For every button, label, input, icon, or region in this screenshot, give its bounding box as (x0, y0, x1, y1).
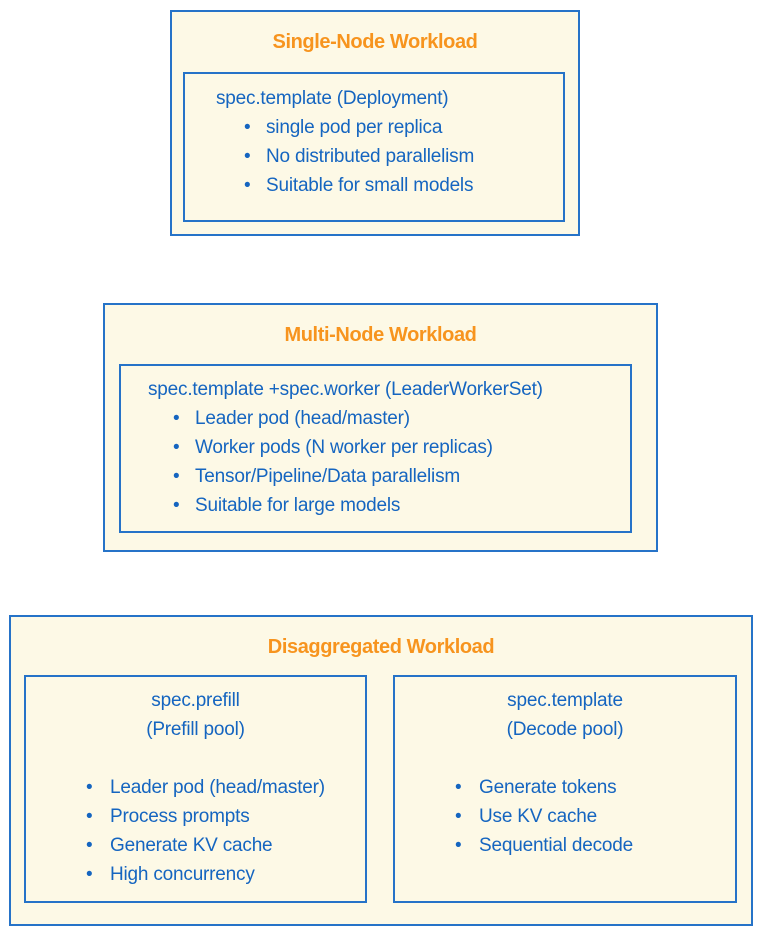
bullet-item: Suitable for small models (185, 171, 563, 200)
panel-header-prefill-line1: spec.prefill (151, 690, 240, 711)
panel-header-decode-line2: (Decode pool) (506, 719, 624, 740)
section-disaggregated-workload: Disaggregated Workload spec.prefill (Pre… (9, 615, 753, 926)
panel-prefill-pool: spec.prefill (Prefill pool) Leader pod (… (24, 675, 367, 903)
panel-header-decode-line1: spec.template (507, 690, 623, 711)
bullet-item: Worker pods (N worker per replicas) (121, 433, 630, 462)
bullet-item: Generate KV cache (26, 831, 365, 860)
bullet-item: Use KV cache (395, 802, 735, 831)
bullet-item: single pod per replica (185, 113, 563, 142)
bullet-list-leaderworkerset: Leader pod (head/master) Worker pods (N … (121, 404, 630, 520)
panel-header-prefill-line2: (Prefill pool) (146, 719, 245, 740)
bullet-list-prefill: Leader pod (head/master) Process prompts… (26, 773, 365, 889)
section-single-node-workload: Single-Node Workload spec.template (Depl… (170, 10, 580, 236)
panel-deployment: spec.template (Deployment) single pod pe… (183, 72, 565, 222)
section-title-single-node: Single-Node Workload (272, 31, 478, 53)
bullet-item: Tensor/Pipeline/Data parallelism (121, 462, 630, 491)
section-multi-node-workload: Multi-Node Workload spec.template +spec.… (103, 303, 658, 552)
bullet-item: High concurrency (26, 860, 365, 889)
bullet-item: Leader pod (head/master) (121, 404, 630, 433)
panel-decode-pool: spec.template (Decode pool) Generate tok… (393, 675, 737, 903)
bullet-item: Suitable for large models (121, 491, 630, 520)
bullet-item: Process prompts (26, 802, 365, 831)
bullet-item: Generate tokens (395, 773, 735, 802)
section-title-multi-node: Multi-Node Workload (284, 324, 477, 346)
bullet-item: No distributed parallelism (185, 142, 563, 171)
panel-header-deployment: spec.template (Deployment) (216, 88, 449, 109)
bullet-item: Sequential decode (395, 831, 735, 860)
panel-header-leaderworkerset: spec.template +spec.worker (LeaderWorker… (148, 379, 543, 400)
bullet-list-decode: Generate tokens Use KV cache Sequential … (395, 773, 735, 860)
panel-leaderworkerset: spec.template +spec.worker (LeaderWorker… (119, 364, 632, 533)
bullet-list-deployment: single pod per replica No distributed pa… (185, 113, 563, 200)
bullet-item: Leader pod (head/master) (26, 773, 365, 802)
section-title-disaggregated: Disaggregated Workload (267, 636, 495, 658)
